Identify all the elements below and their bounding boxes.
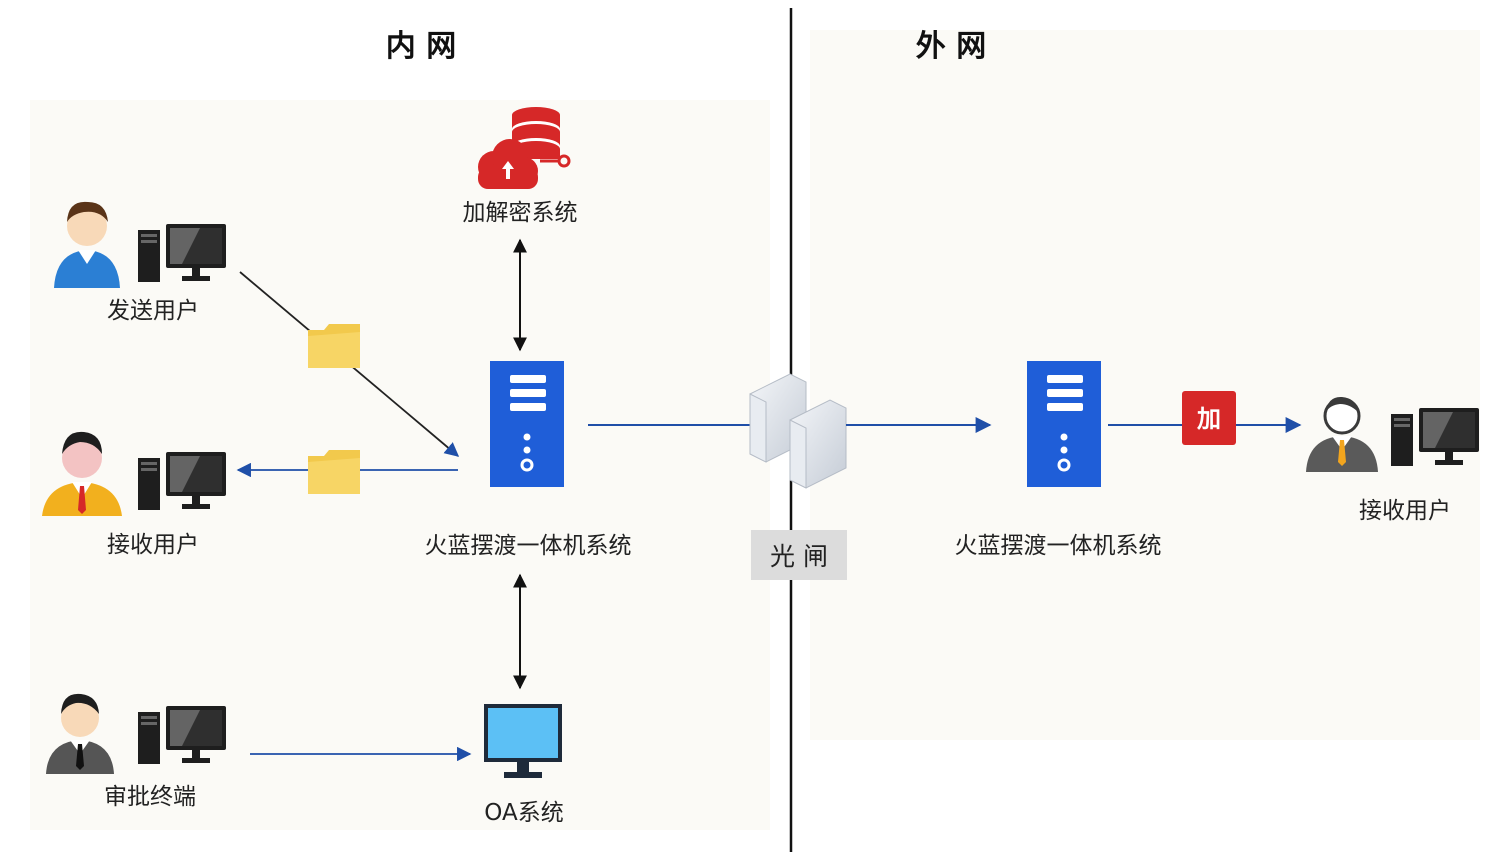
optical-gate-label: 光 闸 (770, 542, 828, 571)
ferry-server-icon-extranet (1025, 359, 1103, 489)
crypto-system-label: 加解密系统 (463, 200, 578, 226)
receiver-user-icon-extranet (1306, 396, 1378, 472)
approval-user-icon (46, 693, 114, 774)
receiver-user-icon (42, 431, 122, 516)
encrypt-badge (1182, 391, 1236, 445)
ferry-system-label-extranet: 火蓝摆渡一体机系统 (955, 533, 1162, 559)
sender-user-label: 发送用户 (107, 298, 199, 324)
sender-user-icon (54, 201, 120, 288)
ferry-server-icon (488, 359, 566, 489)
zone-title-intranet: 内 网 (386, 29, 456, 64)
receiver-user-label-extranet: 接收用户 (1359, 498, 1451, 524)
optical-gate-icon (749, 373, 847, 489)
folder-icon (308, 324, 360, 368)
folder-icon (308, 450, 360, 494)
approval-terminal-label: 审批终端 (104, 784, 196, 810)
extranet-panel (810, 30, 1480, 740)
encrypt-badge-text: 加 (1197, 405, 1221, 433)
gate-label-box (751, 530, 847, 580)
oa-system-label: OA系统 (484, 800, 563, 826)
receiver-user-label: 接收用户 (107, 532, 199, 558)
cloud-database-icon (478, 107, 571, 189)
monitor-icon (484, 704, 562, 778)
ferry-system-label-intranet: 火蓝摆渡一体机系统 (425, 533, 632, 559)
zone-title-extranet: 外 网 (916, 29, 986, 64)
